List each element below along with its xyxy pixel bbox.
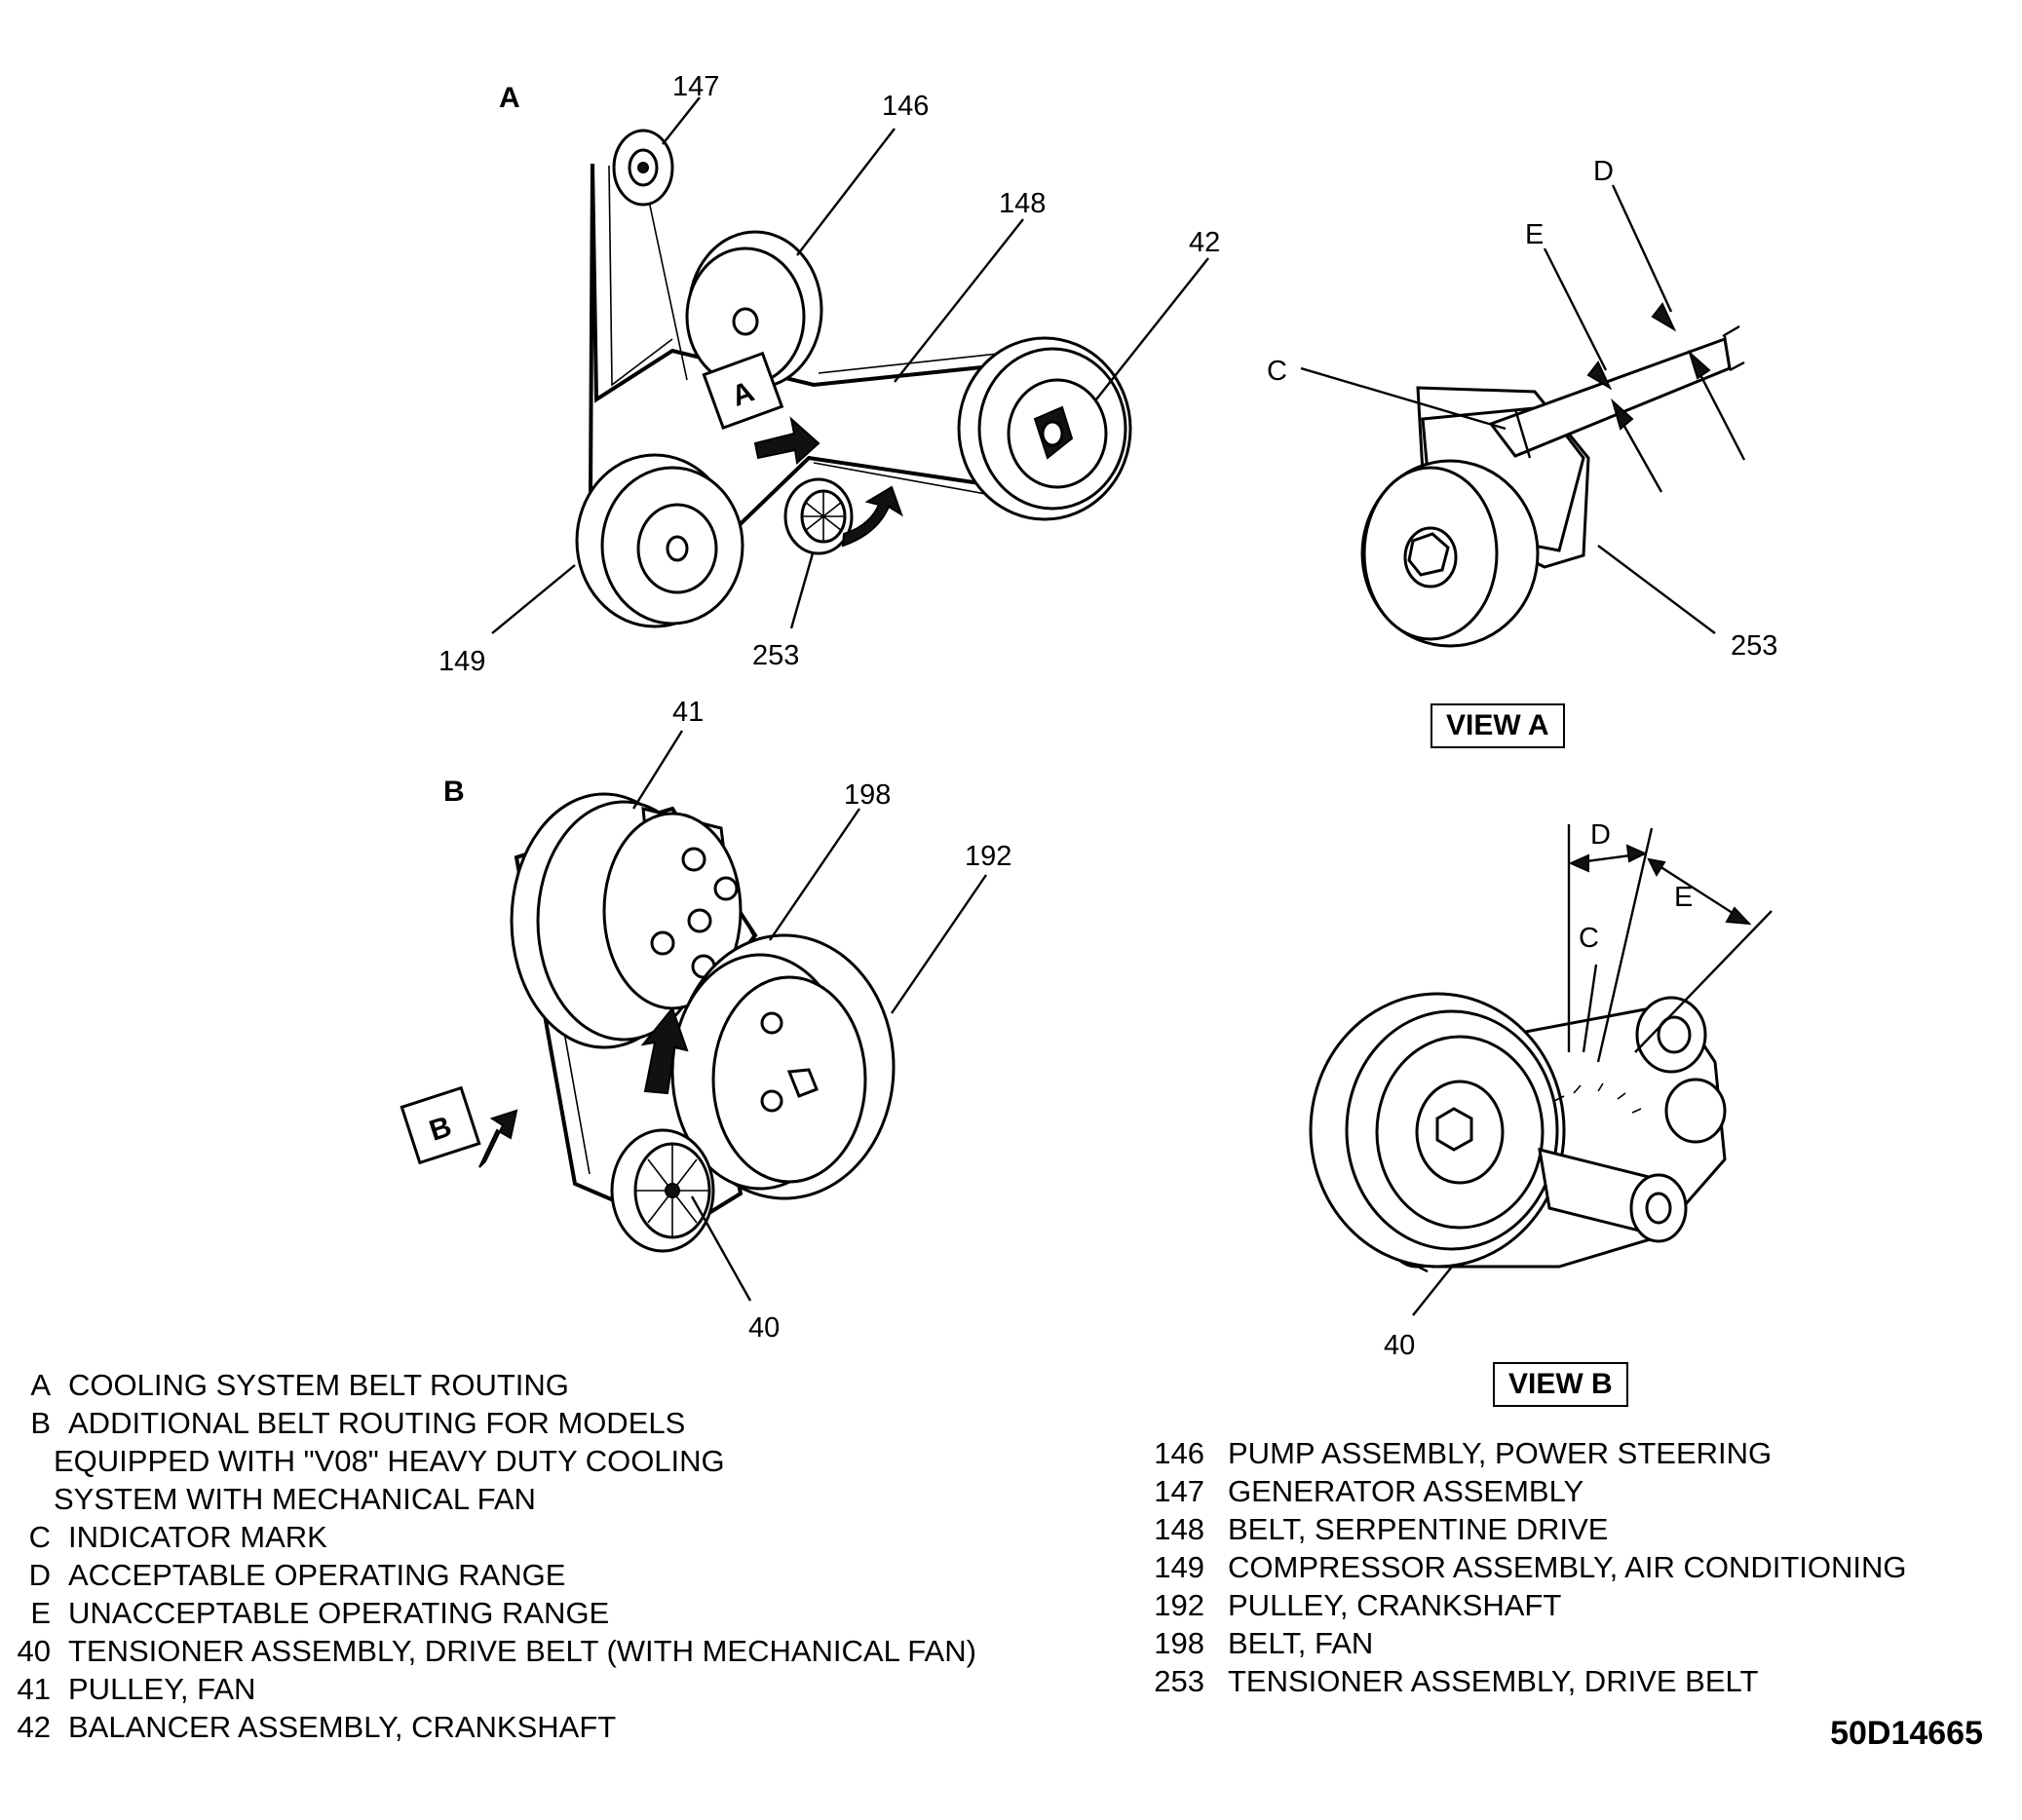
diagram-b: B (400, 697, 1011, 1344)
callout-149: 149 (439, 646, 485, 677)
legend-item-b-cont-2: SYSTEM WITH MECHANICAL FAN (54, 1482, 536, 1516)
callout-41: 41 (672, 697, 704, 728)
view-a-callout-e: E (1525, 219, 1544, 250)
arrow-tag-b: B (400, 1085, 481, 1165)
callout-42: 42 (1189, 227, 1220, 258)
figure-id: 50D14665 (1830, 1715, 1983, 1752)
view-a-direction-arrow (753, 416, 820, 465)
view-b-detail: D E C 40 (1309, 819, 1773, 1361)
view-b-callout-e: E (1674, 882, 1693, 913)
power-steering-pump-pulley (685, 230, 823, 390)
view-a-detail: C E D 253 (1267, 156, 1777, 662)
callout-146: 146 (882, 91, 929, 122)
crankshaft-balancer (957, 336, 1132, 521)
ac-compressor-pulley (575, 453, 744, 628)
view-b-callout-d: D (1590, 819, 1611, 851)
rotation-arrow-b (640, 1005, 689, 1095)
fan-belt-tensioner-pulley (610, 1128, 715, 1253)
view-b-label: VIEW B (1493, 1362, 1628, 1407)
view-a-label: VIEW A (1431, 703, 1565, 748)
arrow-tag-a: A (702, 351, 784, 431)
rotation-arrow (841, 485, 903, 548)
view-a-callout-253: 253 (1731, 630, 1777, 662)
tensioner-pulley (783, 477, 854, 555)
callout-40: 40 (748, 1312, 780, 1344)
generator-pulley (612, 129, 674, 207)
callout-253: 253 (752, 640, 799, 671)
view-b-direction-arrow (478, 1109, 518, 1168)
section-label-b: B (443, 776, 465, 808)
legend-item-b-cont-1: EQUIPPED WITH "V08" HEAVY DUTY COOLING (54, 1444, 725, 1478)
callout-148: 148 (999, 188, 1046, 219)
view-a-callout-d: D (1593, 156, 1614, 187)
section-label-a: A (499, 82, 520, 114)
view-a-callout-c: C (1267, 356, 1287, 387)
callout-192: 192 (965, 841, 1011, 872)
view-b-callout-40: 40 (1384, 1330, 1415, 1361)
callout-147: 147 (672, 71, 719, 102)
crankshaft-pulley (670, 933, 896, 1200)
fan-pulley (510, 792, 743, 1049)
diagram-a: A (439, 71, 1220, 677)
view-b-callout-c: C (1579, 923, 1599, 954)
callout-198: 198 (844, 779, 891, 811)
